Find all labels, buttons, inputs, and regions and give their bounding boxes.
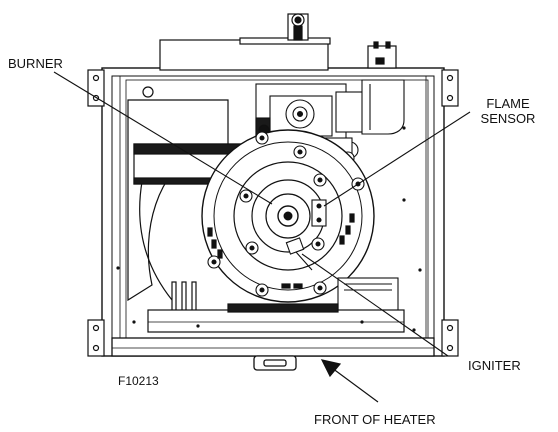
flame-sensor-label: FLAME SENSOR — [468, 96, 548, 126]
flame-sensor-label-line1: FLAME — [486, 96, 530, 111]
igniter-leader — [301, 253, 449, 357]
figure-id-label: F10213 — [118, 374, 159, 388]
bracket-left-bottom — [87, 319, 105, 357]
exhaust-elbow — [361, 79, 405, 135]
bracket-right-top — [441, 69, 459, 107]
bracket-right-bottom — [441, 319, 459, 357]
front-of-heater-label: FRONT OF HEATER — [314, 412, 436, 427]
flame-sensor — [311, 199, 327, 227]
leader-lines — [53, 71, 471, 357]
bottom-manifold — [147, 303, 405, 333]
fasteners — [116, 126, 422, 332]
flame-sensor-label-line2: SENSOR — [480, 111, 536, 126]
burner-label: BURNER — [8, 56, 63, 71]
igniter-label: IGNITER — [468, 358, 521, 373]
burner-leader — [53, 71, 273, 205]
igniter — [285, 237, 313, 271]
top-components — [159, 13, 397, 71]
front-arrow — [320, 359, 379, 403]
front-panel — [111, 337, 435, 371]
plate-bolts — [207, 131, 365, 297]
plate-rim-marks — [207, 213, 355, 289]
flame-sensor-leader — [323, 111, 471, 207]
burner-plate — [201, 129, 375, 303]
